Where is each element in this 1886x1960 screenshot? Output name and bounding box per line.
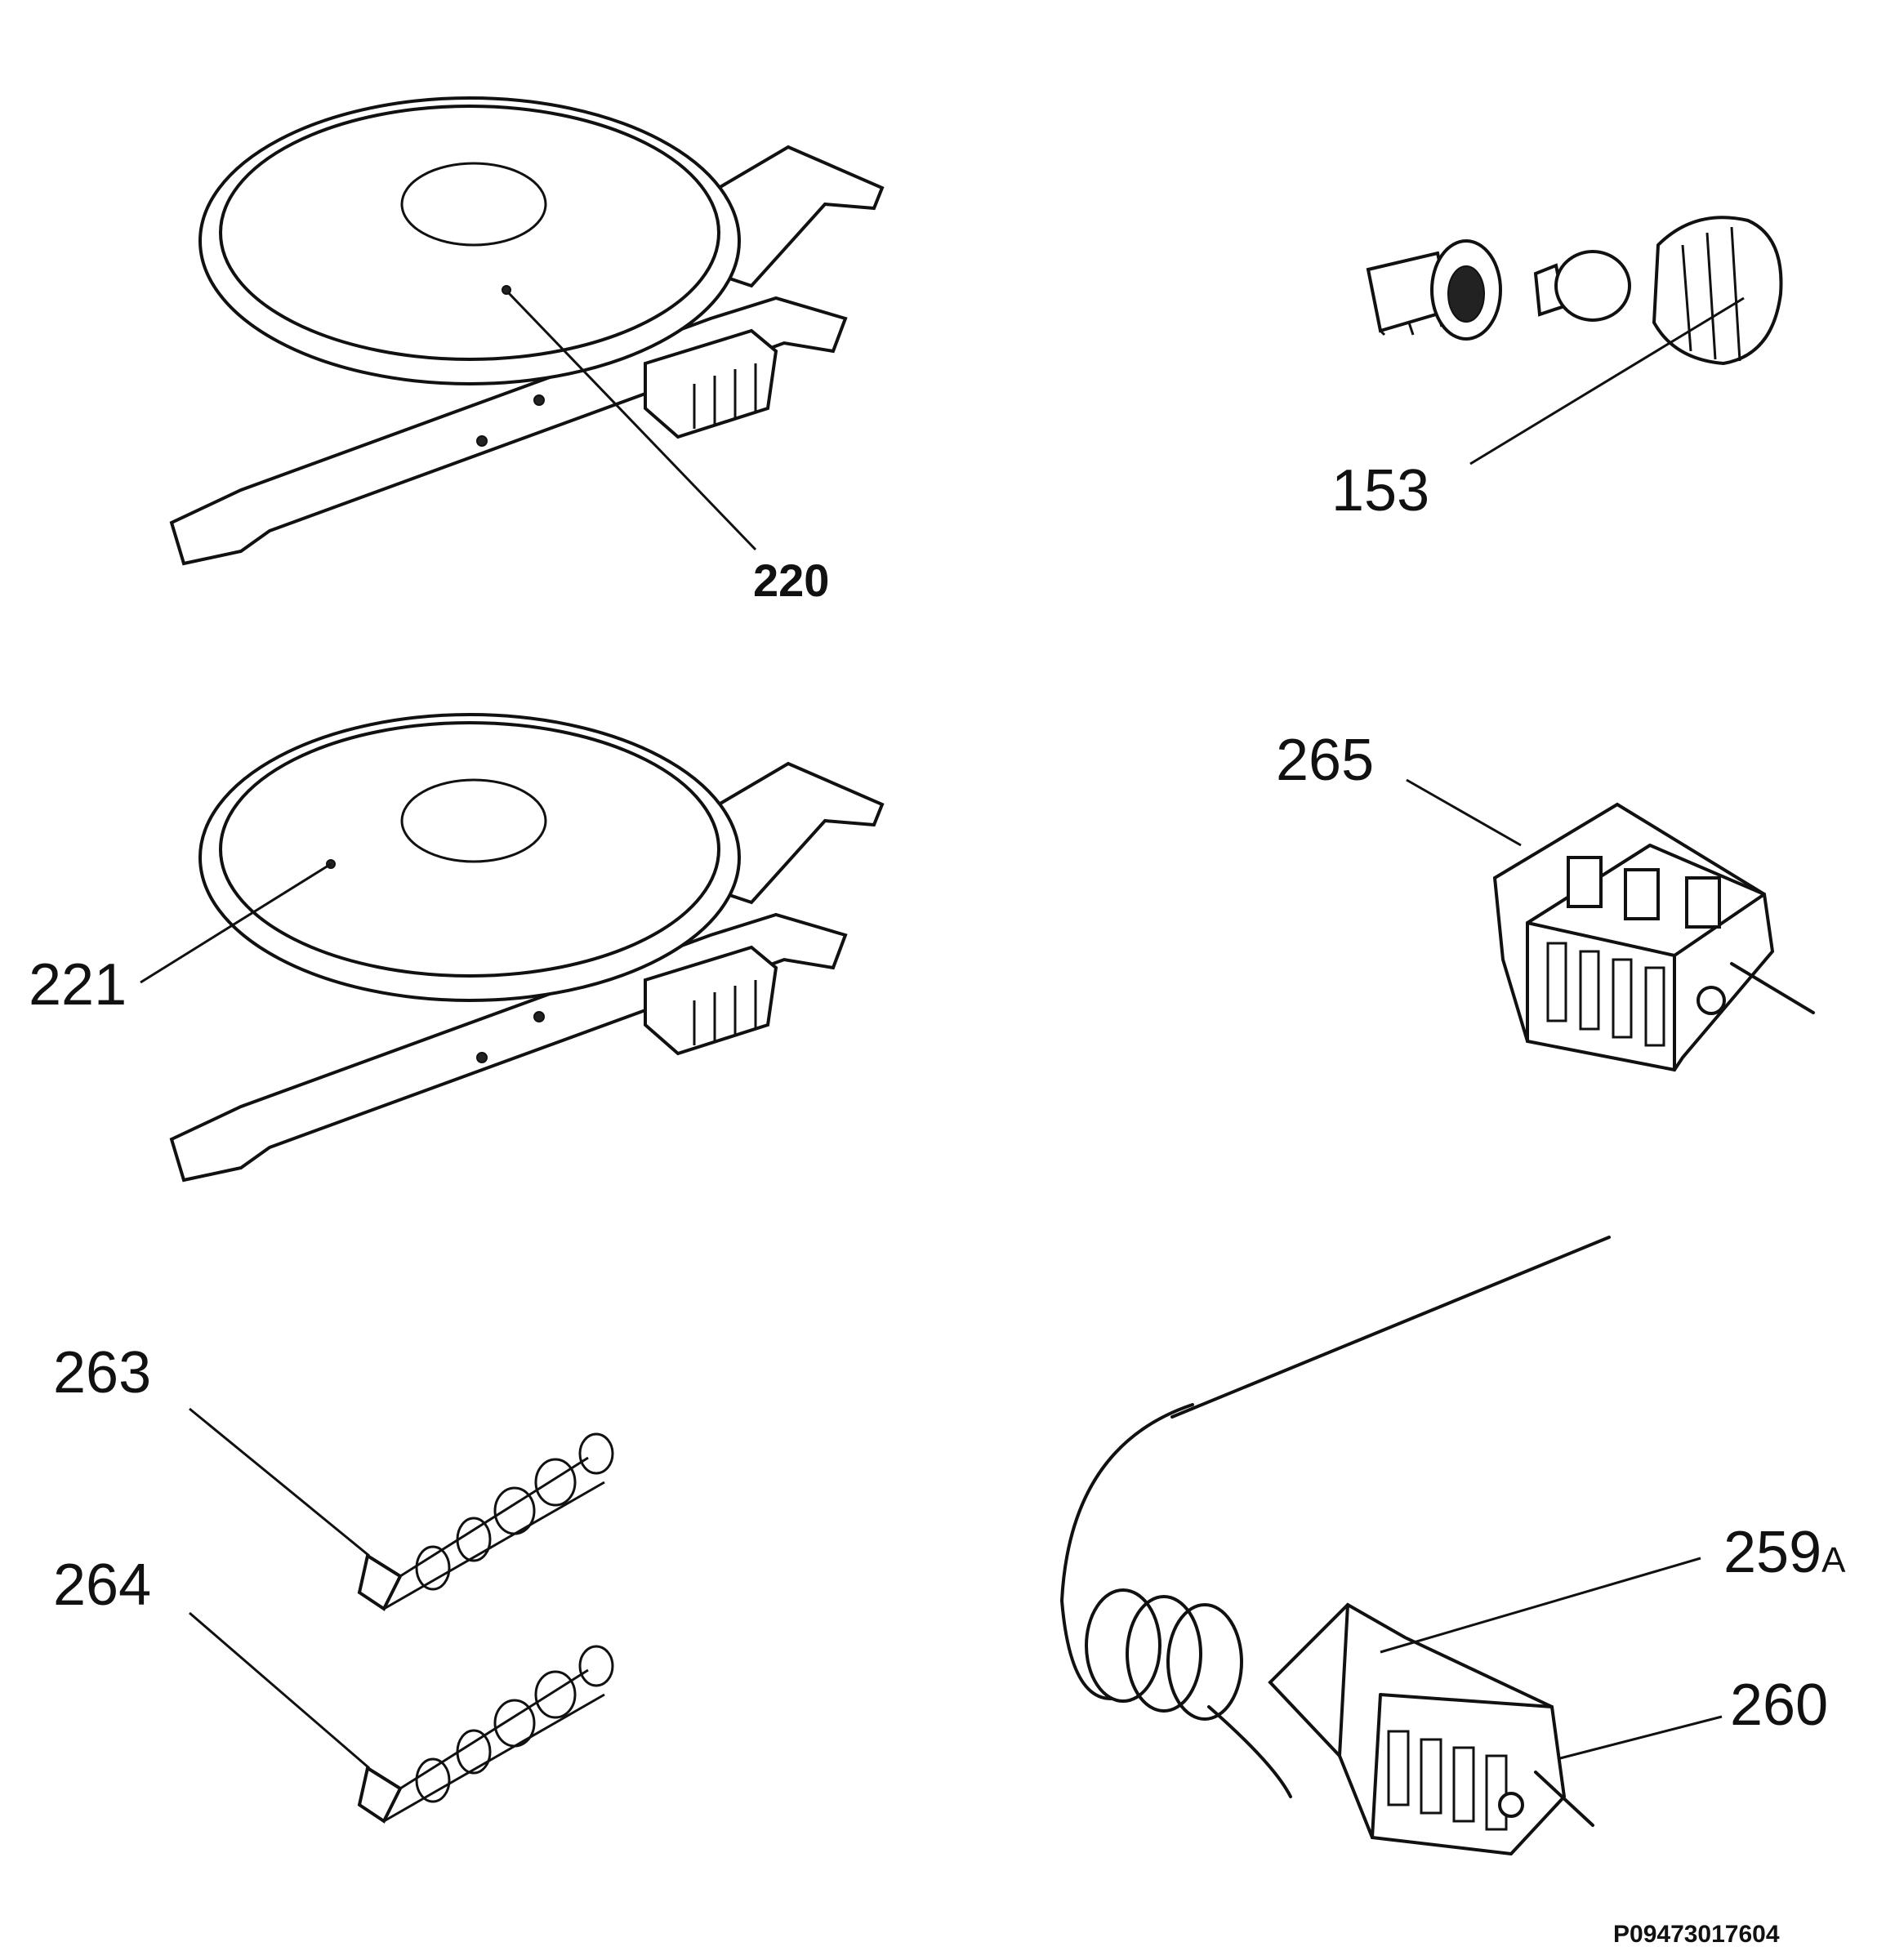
leader-lines [140, 291, 1745, 1770]
leader-153 [1469, 296, 1745, 466]
leader-263 [189, 1407, 370, 1557]
spring-clip-264 [357, 1645, 614, 1824]
hotplate-221 [169, 713, 885, 1183]
label-264: 264 [53, 1552, 151, 1618]
label-265: 265 [1276, 728, 1374, 793]
spring-clip-263 [357, 1432, 614, 1611]
switch-265 [1492, 802, 1815, 1072]
leader-221 [140, 862, 332, 984]
thermostat-259a-260 [1060, 1236, 1611, 1856]
drawing-code: P09473017604 [1613, 1921, 1780, 1948]
leader-260 [1559, 1715, 1723, 1760]
label-259-number: 259 [1723, 1520, 1821, 1585]
leader-220 [506, 291, 757, 551]
label-263: 263 [53, 1340, 151, 1405]
leader-264 [189, 1611, 370, 1770]
leader-259a [1380, 1557, 1701, 1654]
label-153: 153 [1331, 458, 1429, 523]
pilot-lamp-153 [1366, 216, 1783, 366]
leader-265 [1406, 778, 1522, 847]
label-220: 220 [753, 555, 829, 606]
label-259: 259A [1723, 1520, 1846, 1585]
label-260: 260 [1730, 1673, 1828, 1738]
label-259-suffix: A [1821, 1540, 1846, 1580]
part-labels: 220 221 153 265 263 264 259A 260 P094730… [29, 458, 1846, 1948]
hotplate-220 [169, 96, 885, 566]
label-221: 221 [29, 952, 127, 1018]
